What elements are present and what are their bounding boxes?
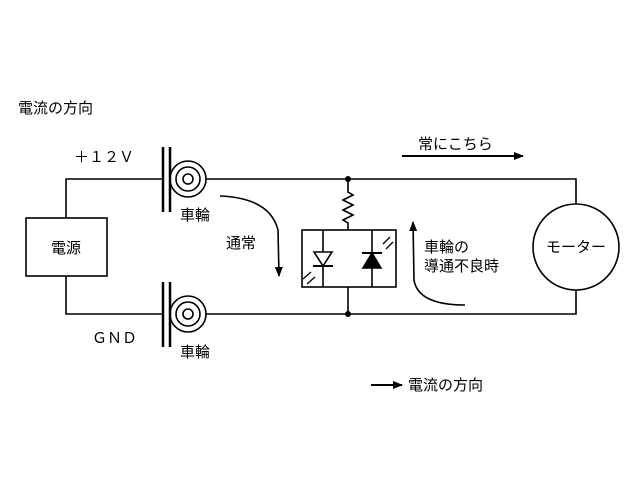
wire-top-rail	[206, 178, 577, 205]
fault-label-line1: 車輪の	[424, 238, 469, 256]
legend-label: 電流の方向	[408, 376, 483, 394]
led-pair	[301, 229, 397, 314]
motor-label: モーター	[546, 238, 606, 256]
wheel-bottom	[161, 282, 207, 347]
plus-12v-label: ＋１２Ｖ	[74, 148, 134, 166]
arrow-normal	[219, 195, 283, 277]
motor-circle	[532, 203, 620, 291]
wheel-top-label: 車輪	[180, 206, 210, 224]
always-this-way-label: 常にこちら	[418, 135, 493, 153]
wire-bottom-rail	[206, 289, 577, 315]
gnd-label: ＧＮＤ	[92, 329, 137, 347]
normal-label: 通常	[226, 234, 256, 252]
diagram-title: 電流の方向	[18, 99, 93, 117]
wire-ground	[65, 276, 164, 315]
wire-positive	[65, 178, 164, 218]
fault-label-line2: 導通不良時	[424, 257, 499, 275]
power-source-box	[25, 217, 108, 277]
wheel-top	[161, 147, 207, 212]
wheel-bottom-label: 車輪	[180, 343, 210, 361]
arrow-fault	[409, 221, 466, 306]
power-source-label: 電源	[51, 239, 81, 257]
resistor	[341, 179, 355, 230]
